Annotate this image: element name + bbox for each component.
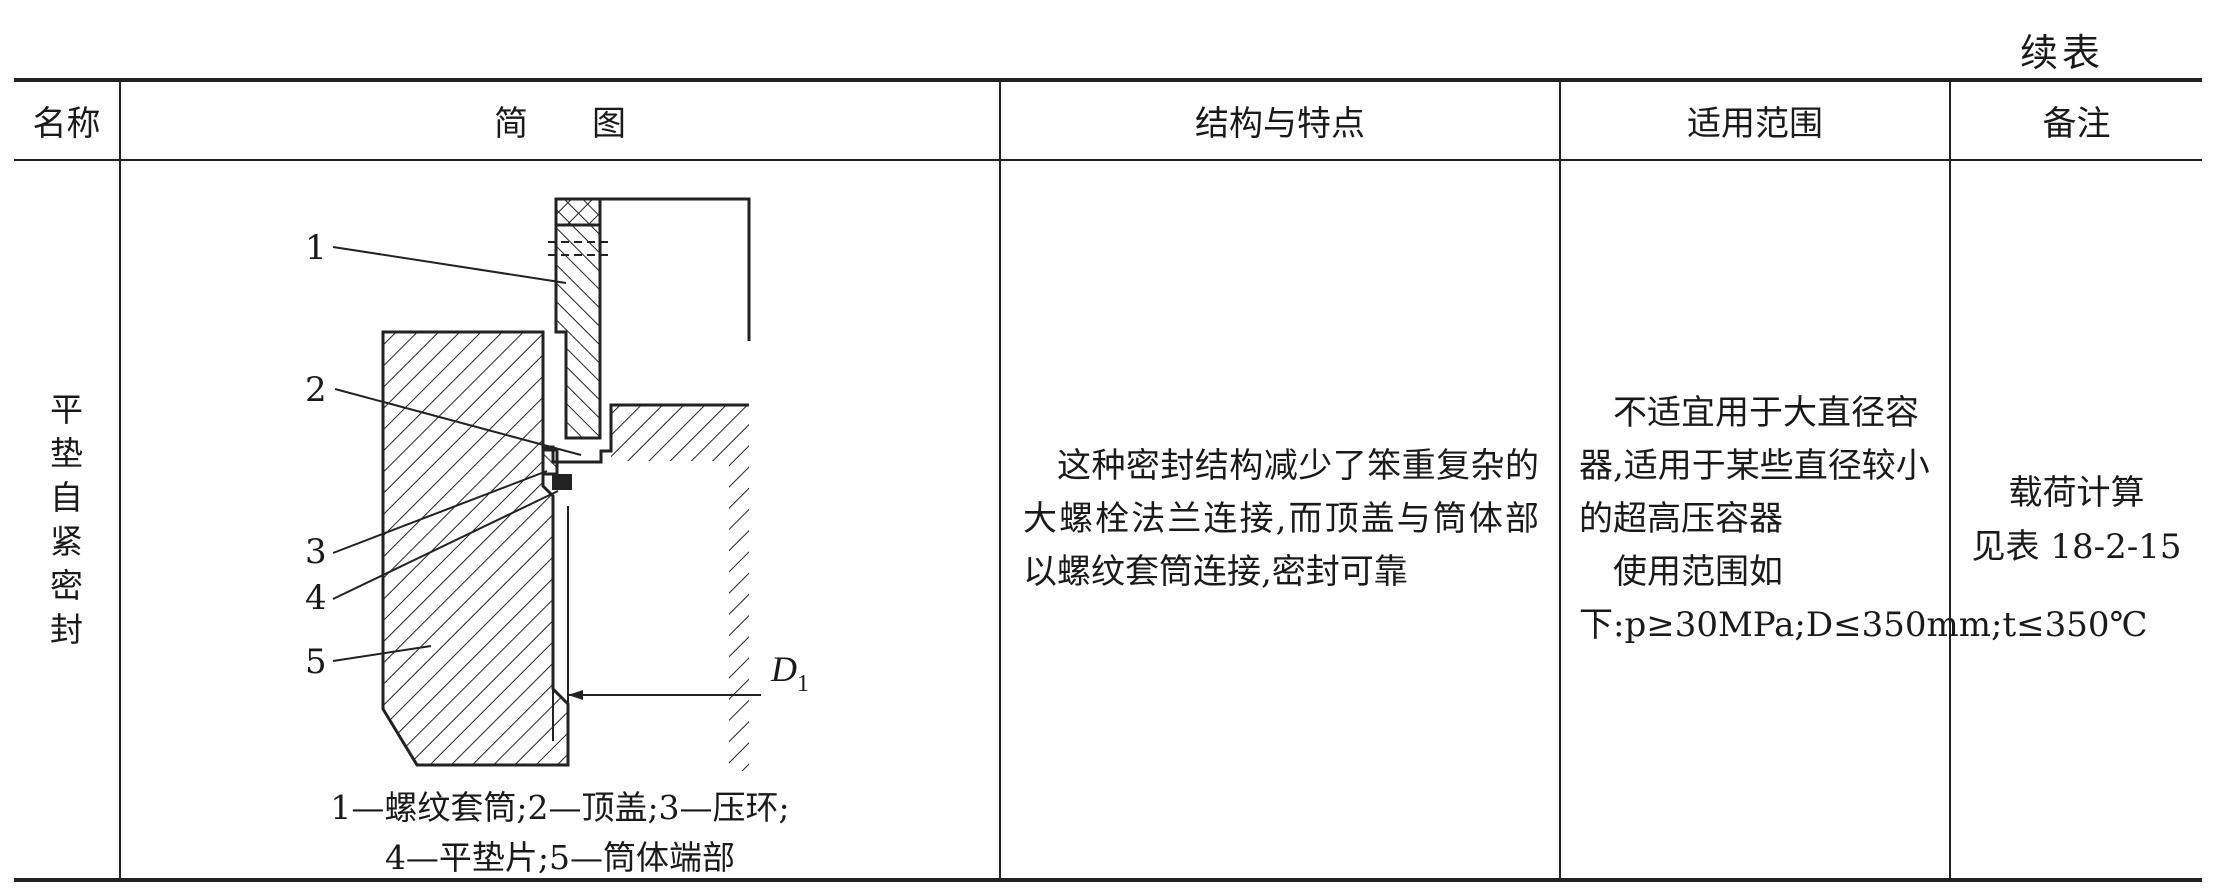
top-cover-outline [541, 403, 749, 474]
sleeve-top-band [554, 197, 602, 227]
seal-name-char: 垫 [50, 433, 83, 473]
dimension-letter: D [770, 649, 797, 689]
part-label-1: 1 [305, 228, 327, 268]
header-name: 名称 [14, 78, 121, 161]
leader-line-3 [332, 470, 548, 554]
seal-name-cell: 平 垫 自 紧 密 封 [14, 159, 121, 882]
part-label-3: 3 [305, 532, 327, 572]
seal-diagram-cell: 1 2 3 4 5 D1 1—螺纹套筒;2—顶盖;3—压环; 4—平垫片;5—筒… [119, 159, 1001, 882]
scope-text: 不适宜用于大直径容器,适用于某些直径较小的超高压容器 使用范围如下:p≥30MP… [1561, 387, 2148, 652]
pressure-ring [541, 448, 559, 476]
part-label-4: 4 [305, 578, 327, 618]
top-cover-boundary [600, 197, 751, 341]
seal-name-char: 自 [50, 477, 83, 517]
structure-cell: 这种密封结构减少了笨重复杂的大螺栓法兰连接,而顶盖与筒体部以螺纹套筒连接,密封可… [999, 159, 1561, 882]
top-cover-section [611, 405, 749, 771]
seal-name-char: 封 [50, 609, 83, 649]
vessel-body-end-section [381, 330, 570, 767]
dimension-d1-label: D1 [770, 649, 809, 697]
scope-cell: 不适宜用于大直径容器,适用于某些直径较小的超高压容器 使用范围如下:p≥30MP… [1559, 159, 2148, 882]
structure-text: 这种密封结构减少了笨重复杂的大螺栓法兰连接,而顶盖与筒体部以螺纹套筒连接,密封可… [1023, 446, 1539, 592]
figure-caption-line1: 1—螺纹套筒;2—顶盖;3—压环; [330, 788, 790, 827]
header-figure: 简图 [119, 78, 1001, 161]
scope-paragraph-2: 使用范围如下:p≥30MPa;D≤350mm;t≤350℃ [1579, 552, 2148, 645]
scope-paragraph-1: 不适宜用于大直径容器,适用于某些直径较小的超高压容器 [1579, 393, 1930, 539]
flat-gasket [552, 474, 572, 490]
leader-line-5 [332, 645, 432, 662]
part-label-5: 5 [305, 642, 327, 682]
threaded-sleeve-section [554, 197, 602, 440]
dimension-subscript: 1 [797, 671, 809, 697]
header-note: 备注 [1949, 78, 2202, 161]
header-figure-text: 简图 [494, 104, 690, 144]
seal-spec-table: 名称 简图 结构与特点 适用范围 备注 平 垫 自 紧 密 封 [14, 78, 2202, 882]
part-label-2: 2 [305, 370, 327, 410]
leader-line-1 [332, 246, 567, 284]
seal-name-char: 平 [50, 389, 83, 429]
table-header-row: 名称 简图 结构与特点 适用范围 备注 [14, 78, 2202, 161]
flat-gasket-seal-drawing: 1 2 3 4 5 D1 [305, 197, 809, 771]
note-cell: 载荷计算 见表 18-2-15 [1949, 159, 2202, 882]
seal-name-char: 紧 [50, 521, 83, 561]
header-structure: 结构与特点 [999, 78, 1561, 161]
header-scope: 适用范围 [1559, 78, 1951, 161]
seal-name-char: 密 [50, 565, 83, 605]
table-row: 平 垫 自 紧 密 封 [14, 159, 2202, 882]
continued-table-label: 续表 [2020, 31, 2105, 75]
dimension-d1-arrow [568, 690, 583, 700]
note-line-2: 见表 18-2-15 [1971, 526, 2182, 567]
leader-line-4 [332, 490, 559, 600]
note-line-1: 载荷计算 [2008, 472, 2145, 513]
figure-caption-line2: 4—平垫片;5—筒体端部 [384, 838, 736, 877]
note-text: 载荷计算 见表 18-2-15 [1951, 466, 2202, 574]
leader-line-2 [334, 388, 582, 456]
